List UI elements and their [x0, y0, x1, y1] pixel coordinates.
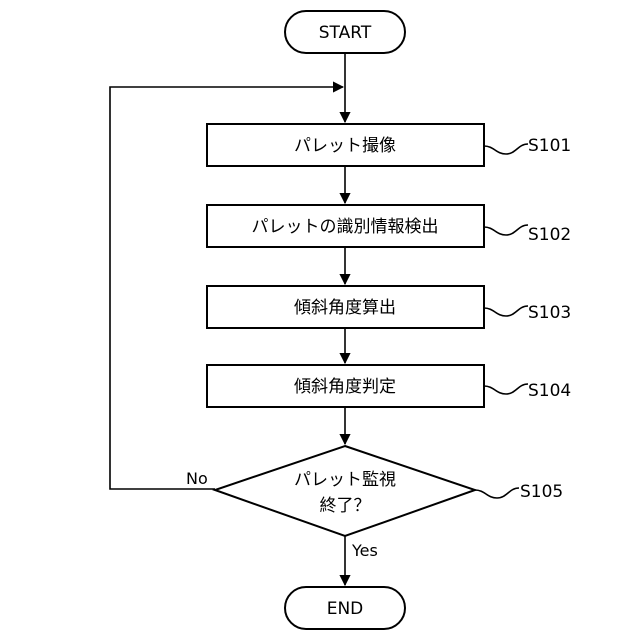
step-s102-id: S102 [528, 225, 571, 245]
step-s103-id: S103 [528, 303, 571, 323]
decision-s105-leader [475, 488, 519, 498]
decision-s105: パレット監視 終了？ S105 [215, 446, 563, 536]
decision-s105-diamond [215, 446, 475, 536]
step-s104: 傾斜角度判定 S104 [207, 365, 571, 407]
decision-s105-line1: パレット監視 [294, 470, 396, 490]
no-branch-label: No [186, 469, 208, 488]
step-s102: パレットの識別情報検出 S102 [207, 205, 571, 247]
step-s103-label: 傾斜角度算出 [294, 298, 396, 318]
end-label: END [327, 599, 364, 619]
step-s104-id: S104 [528, 381, 571, 401]
step-s104-leader [484, 384, 528, 394]
step-s101: パレット撮像 S101 [207, 124, 571, 166]
decision-s105-line2: 終了？ [320, 496, 371, 516]
end-terminal: END [285, 587, 405, 629]
step-s101-leader [484, 144, 528, 154]
yes-branch-label: Yes [351, 541, 378, 560]
start-label: START [319, 23, 372, 43]
start-terminal: START [285, 11, 405, 53]
step-s101-label: パレット撮像 [294, 136, 396, 156]
step-s102-label: パレットの識別情報検出 [252, 217, 439, 237]
step-s103: 傾斜角度算出 S103 [207, 286, 571, 328]
step-s104-label: 傾斜角度判定 [294, 377, 396, 397]
decision-s105-id: S105 [520, 482, 563, 502]
step-s103-leader [484, 306, 528, 316]
step-s101-id: S101 [528, 136, 571, 156]
step-s102-leader [484, 225, 528, 235]
